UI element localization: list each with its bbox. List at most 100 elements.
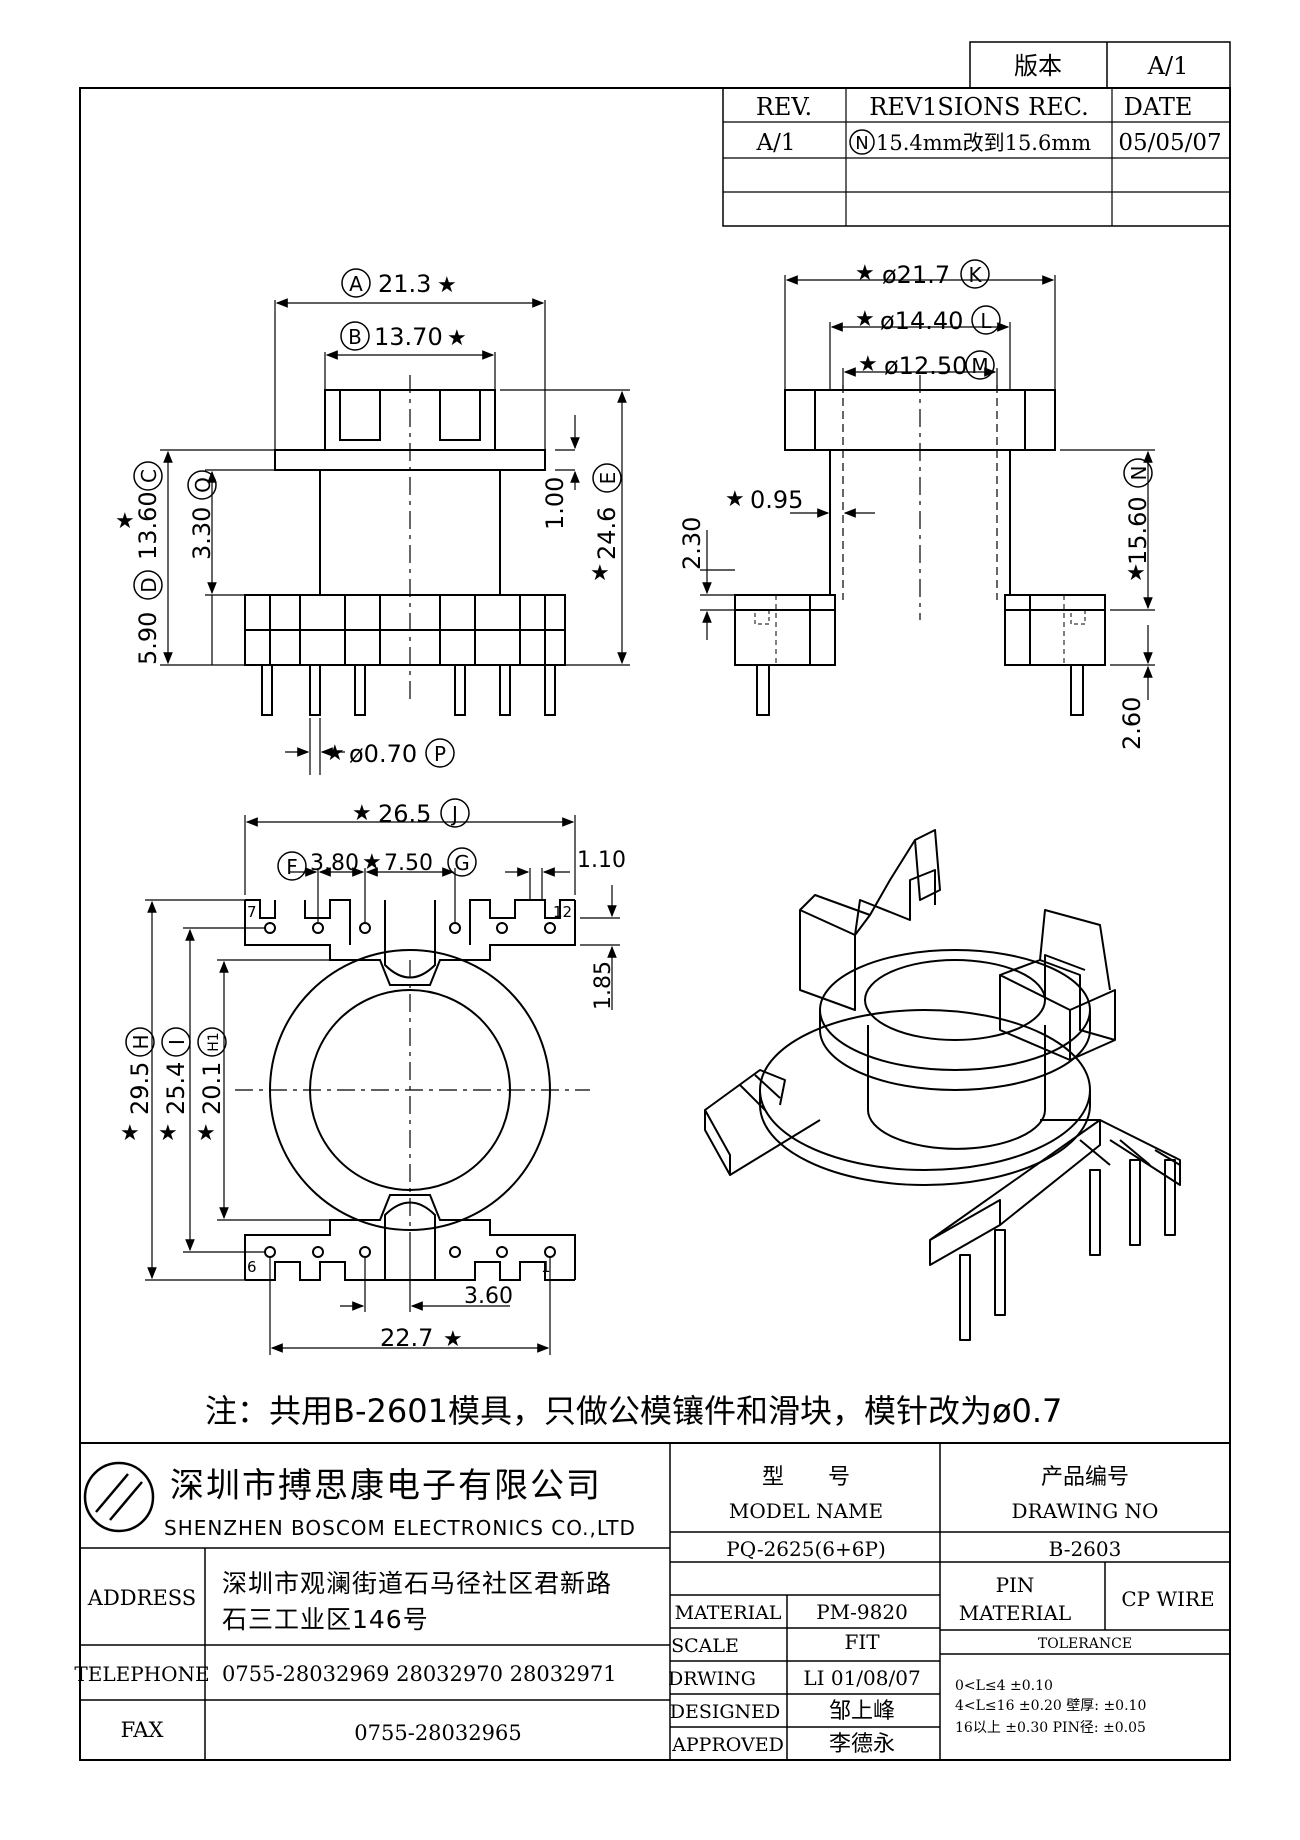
dim-i-letter: I — [165, 1039, 189, 1045]
pin-material-label1: PIN — [996, 1573, 1035, 1597]
model-label-cn: 型 号 — [762, 1465, 850, 1490]
note-text: 注：共用B-2601模具，只做公模镶件和滑块，模针改为ø0.7 — [205, 1392, 1062, 1430]
tolerance-line-3: 16以上 ±0.30 PIN径: ±0.05 — [955, 1720, 1146, 1736]
model-label-en: MODEL NAME — [729, 1499, 883, 1523]
revisions-table: REV. REV1SIONS REC. DATE A/1 N 15.4mm改到1… — [722, 87, 1231, 227]
material-label: MATERIAL — [675, 1602, 782, 1624]
approved-label: APPROVED — [671, 1734, 784, 1756]
dim-f-value: 3.80 — [310, 851, 359, 876]
dim-j-value: 26.5 — [378, 800, 431, 828]
title-block — [80, 1442, 1230, 1760]
dim-1-10: 1.10 — [577, 848, 626, 873]
scale-label: SCALE — [671, 1635, 739, 1657]
dim-j-star: ★ — [352, 801, 372, 826]
dim-2-30: 2.30 — [678, 517, 706, 570]
dim-k-value: ø21.7 — [882, 261, 950, 289]
dim-m-value: ø12.50 — [884, 352, 967, 380]
rev-change: 15.4mm改到15.6mm — [876, 131, 1091, 155]
company-name-cn: 深圳市搏思康电子有限公司 — [170, 1466, 602, 1506]
version-label: 版本 — [1014, 52, 1062, 80]
dim-a-letter: A — [349, 272, 363, 296]
dim-l-value: ø14.40 — [880, 307, 963, 335]
dim-a-value: 21.3 — [378, 270, 431, 298]
address-line2: 石三工业区146号 — [222, 1605, 429, 1634]
pin-label-6: 6 — [247, 1258, 257, 1276]
tolerance-line-2: 4<L≤16 ±0.20 壁厚: ±0.10 — [955, 1698, 1146, 1714]
dim-m-letter: M — [971, 354, 988, 378]
date-header: DATE — [1124, 93, 1193, 121]
isometric-view — [704, 829, 1181, 1341]
tolerance-title: TOLERANCE — [1038, 1636, 1132, 1652]
dim-0-95: 0.95 — [750, 486, 803, 514]
dim-k-star: ★ — [855, 261, 875, 286]
dim-e-letter: E — [596, 472, 620, 485]
version-box: 版本 A/1 — [969, 41, 1231, 89]
dim-b-value: 13.70 — [374, 323, 443, 351]
pin-label-7: 7 — [247, 903, 257, 921]
approved-value: 李德永 — [829, 1732, 895, 1757]
dim-c-star: ★ — [115, 509, 135, 534]
dim-p-star: ★ — [325, 741, 345, 766]
drawing-label-en: DRAWING NO — [1012, 1499, 1159, 1523]
dim-n-letter: N — [1127, 466, 1151, 481]
dim-l-letter: L — [980, 309, 992, 333]
pin-label-1: 1 — [541, 1258, 551, 1276]
side-view-labels: ★ ø21.7 K ★ ø14.40 L ★ ø12.50 M ★ 0.95 2… — [678, 259, 1153, 750]
dim-f-letter: F — [286, 855, 298, 879]
telephone-value: 0755-28032969 28032970 28032971 — [222, 1662, 617, 1686]
material-value: PM-9820 — [816, 1600, 908, 1624]
bottom-view — [235, 899, 590, 1281]
dim-d-letter: D — [137, 577, 161, 592]
dim-h1-letter: H1 — [206, 1032, 222, 1051]
drawing-label-cn: 产品编号 — [1041, 1465, 1129, 1490]
pin-label-12: 12 — [553, 903, 572, 921]
dim-m-star: ★ — [858, 352, 878, 377]
dim-p-value: ø0.70 — [349, 740, 417, 768]
company-name-en: SHENZHEN BOSCOM ELECTRONICS CO.,LTD — [164, 1516, 636, 1540]
designed-label: DESIGNED — [670, 1701, 781, 1723]
dim-h1-value: 20.1 — [198, 1062, 226, 1115]
dim-k-letter: K — [968, 263, 982, 287]
rev-value: A/1 — [756, 130, 796, 156]
address-label: ADDRESS — [87, 1586, 196, 1610]
dim-l-star: ★ — [855, 307, 875, 332]
rev-date: 05/05/07 — [1118, 130, 1221, 156]
fax-label: FAX — [121, 1718, 164, 1742]
dim-p-letter: P — [434, 742, 446, 766]
dim-h-letter: H — [129, 1034, 153, 1049]
side-view — [734, 375, 1106, 716]
telephone-label: TELEPHONE — [74, 1662, 209, 1686]
dim-n-star: ★ — [1126, 561, 1146, 586]
fax-value: 0755-28032965 — [354, 1721, 521, 1745]
circled-n-marker — [849, 129, 875, 155]
dim-3-60: 3.60 — [464, 1284, 513, 1309]
dim-e-star: ★ — [590, 561, 610, 586]
dim-22-7: 22.7 — [380, 1324, 433, 1352]
dim-22-7-star: ★ — [443, 1327, 463, 1352]
address-line1: 深圳市观澜街道石马径社区君新路 — [222, 1569, 612, 1598]
front-view — [244, 375, 566, 716]
sheet-frame — [79, 87, 1231, 1761]
bottom-view-labels: ★ 26.5 J F 3.80 ★ 7.50 G 1.10 1.85 29.5 … — [120, 798, 626, 1352]
drwing-value: LI 01/08/07 — [803, 1666, 920, 1690]
rev-header: REV. — [756, 93, 812, 121]
rev-marker-letter: N — [855, 133, 868, 154]
dim-1-85: 1.85 — [591, 961, 616, 1010]
dim-g-letter: G — [454, 851, 470, 875]
model-value: PQ-2625(6+6P) — [726, 1537, 886, 1561]
dim-g-value: 7.50 — [384, 851, 433, 876]
pin-material-label2: MATERIAL — [959, 1601, 1071, 1625]
dim-j-letter: J — [450, 802, 458, 826]
dim-c-value: 13.60 — [134, 491, 162, 560]
dim-1-00: 1.00 — [541, 477, 569, 530]
dim-g-star: ★ — [362, 850, 382, 875]
dim-o-letter: O — [191, 477, 215, 493]
dim-a-star: ★ — [437, 273, 457, 298]
dim-i-star: ★ — [158, 1121, 178, 1146]
dim-d-value: 5.90 — [134, 612, 162, 665]
dim-b-letter: B — [348, 325, 362, 349]
front-view-labels: A 21.3 ★ B 13.70 ★ 13.60 C ★ 3.30 O 5.90… — [115, 268, 622, 768]
side-view-dimensions — [700, 275, 1155, 700]
company-logo — [83, 1461, 155, 1533]
